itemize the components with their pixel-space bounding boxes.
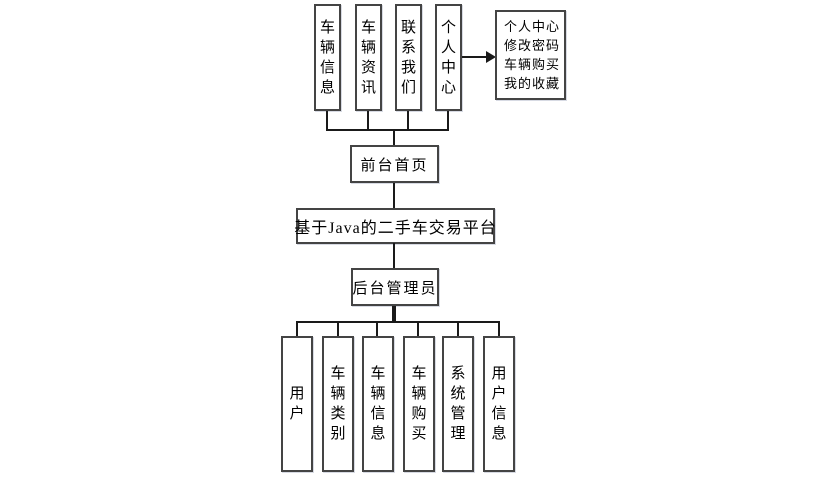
connector (393, 129, 395, 146)
connector (417, 322, 419, 337)
node-label: 车辆资讯 (360, 19, 376, 96)
node-label: 后台管理员 (352, 280, 438, 297)
connector (407, 111, 409, 131)
connector-arrow-line (462, 56, 488, 58)
connector (376, 322, 378, 337)
node-front-vehicle-news: 车辆资讯 (355, 4, 382, 111)
connector (393, 243, 395, 269)
node-label: 联系我们 (400, 19, 416, 96)
node-front-vehicle-info: 车辆信息 (314, 4, 341, 111)
panel-line: 个人中心 (504, 19, 561, 34)
connector (457, 322, 459, 337)
connector (337, 322, 339, 337)
node-admin-user-info: 用户信息 (483, 336, 515, 472)
node-backend-admin: 后台管理员 (351, 268, 439, 306)
connector (296, 322, 298, 337)
node-label: 用户 (289, 386, 305, 422)
node-label: 个人中心 (440, 19, 456, 96)
node-label: 车辆类别 (330, 366, 346, 442)
connector (326, 111, 328, 131)
node-personal-center-detail: 个人中心 修改密码 车辆购买 我的收藏 (495, 10, 566, 100)
node-admin-vehicle-purchase: 车辆购买 (403, 336, 435, 472)
connector (393, 183, 395, 209)
node-label: 系统管理 (450, 366, 466, 442)
panel-line: 车辆购买 (504, 57, 561, 72)
node-admin-system-management: 系统管理 (442, 336, 474, 472)
node-label: 车辆购买 (411, 366, 427, 442)
node-platform-title: 基于Java的二手车交易平台 (294, 208, 497, 244)
node-label: 车辆信息 (319, 19, 335, 96)
connector (447, 111, 449, 131)
connector (498, 322, 500, 337)
panel-line: 修改密码 (504, 38, 561, 53)
node-front-contact-us: 联系我们 (395, 4, 422, 111)
connector (367, 111, 369, 131)
node-label: 车辆信息 (370, 366, 386, 442)
node-label: 基于Java的二手车交易平台 (294, 220, 497, 237)
node-front-personal-center: 个人中心 (435, 4, 462, 111)
node-admin-user: 用户 (281, 336, 313, 472)
node-label: 前台首页 (360, 157, 429, 174)
node-admin-vehicle-category: 车辆类别 (322, 336, 354, 472)
node-admin-vehicle-info: 车辆信息 (362, 336, 394, 472)
connector-bus-bottom (296, 321, 500, 323)
connector-bus-top (326, 129, 449, 131)
node-label: 用户信息 (491, 366, 507, 442)
node-front-home: 前台首页 (350, 145, 439, 183)
panel-line: 我的收藏 (504, 76, 561, 91)
connector-thick (392, 306, 396, 323)
arrow-right-icon (486, 51, 496, 63)
